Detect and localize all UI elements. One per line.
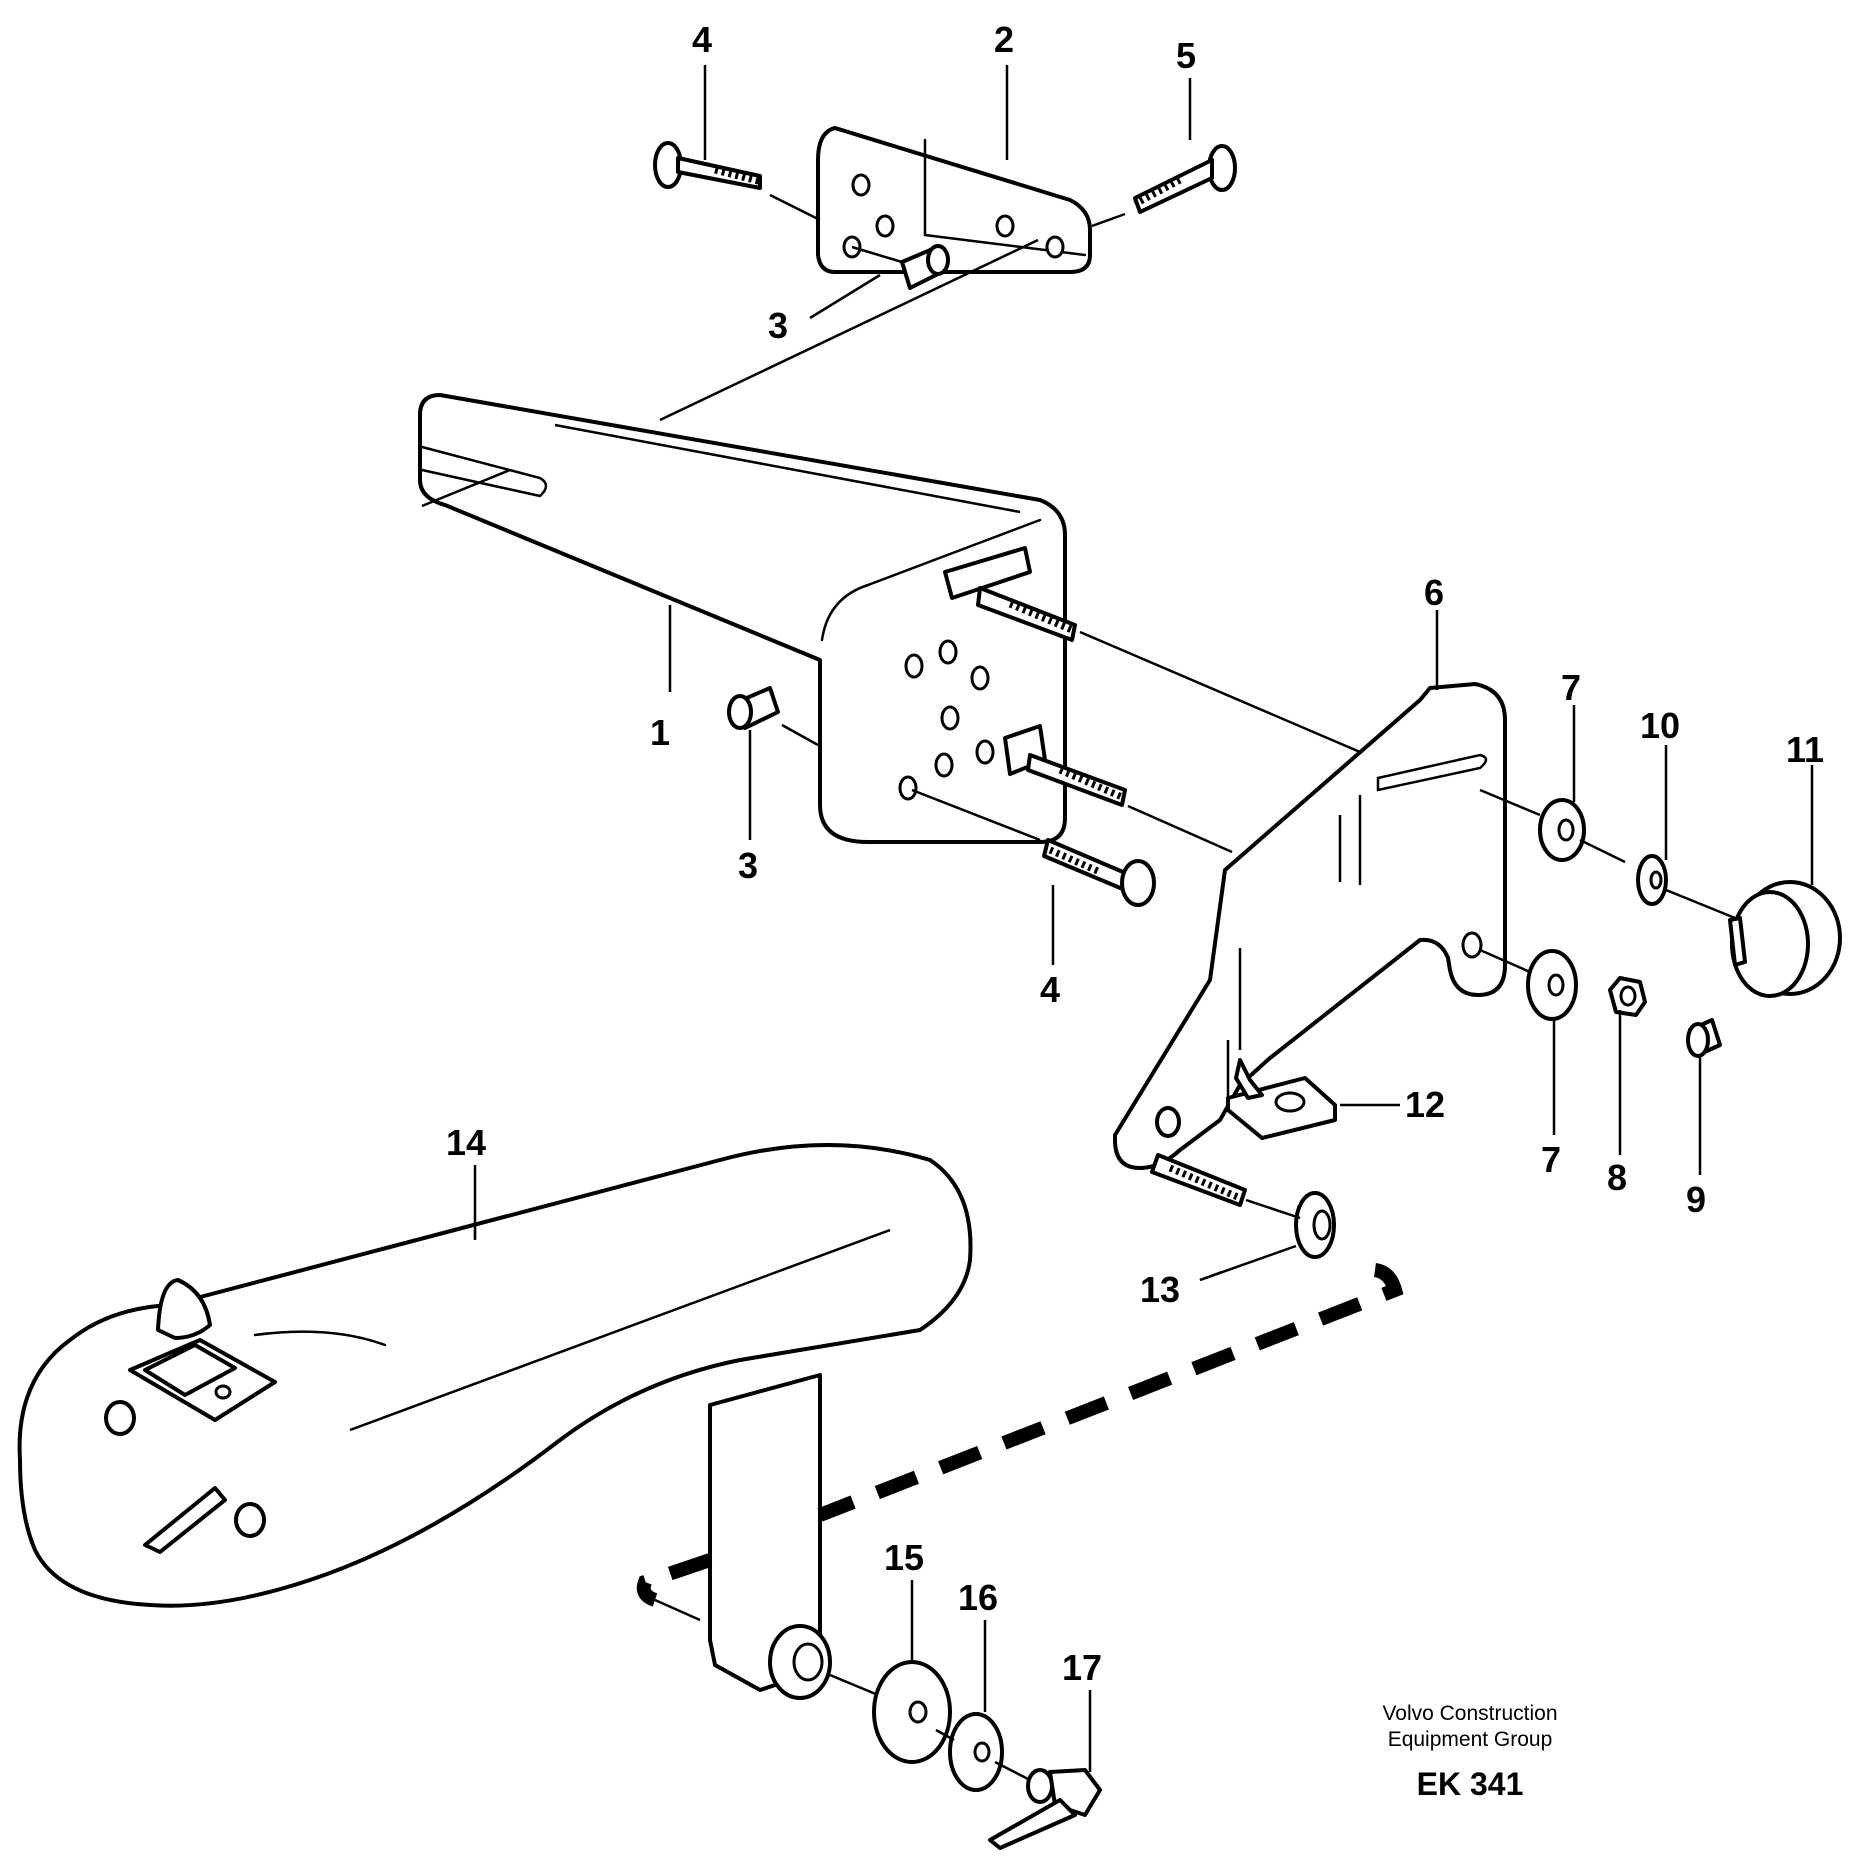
part-14-armrest	[17, 1143, 973, 1700]
callout-14: 14	[446, 1122, 486, 1163]
callout-8: 8	[1607, 1157, 1627, 1198]
part-15-washer	[829, 1660, 952, 1764]
part-16-washer	[935, 1712, 1004, 1792]
part-11-knob	[1728, 880, 1842, 998]
part-7-washer-upper	[1479, 788, 1626, 864]
part-5-bolt-top	[1091, 144, 1237, 228]
credit-line-1: Volvo Construction	[1382, 1702, 1557, 1725]
callout-1: 1	[650, 712, 670, 753]
part-9-cap	[1686, 1018, 1722, 1058]
callout-numbers: 4 2 5 3 1 6 7 10 11 3 4 12 7 8 9 14 13 1…	[446, 19, 1824, 1688]
callout-6: 6	[1424, 572, 1444, 613]
part-3-spacer-top	[851, 244, 950, 290]
drawing-code: EK 341	[1417, 1766, 1524, 1802]
callout-3-top: 3	[768, 305, 788, 346]
callout-leaders	[473, 65, 1814, 1772]
callout-13: 13	[1140, 1269, 1180, 1310]
callout-11: 11	[1786, 729, 1824, 770]
callout-9: 9	[1686, 1179, 1706, 1220]
part-1-main-bracket	[418, 238, 1361, 854]
credit-block: Volvo Construction Equipment Group EK 34…	[1382, 1702, 1557, 1802]
part-17-lever-screw	[988, 1760, 1102, 1850]
callout-4-lower: 4	[1040, 969, 1060, 1010]
part-3-spacer-lower	[727, 686, 819, 747]
part-8-nut	[1608, 976, 1647, 1017]
callout-12: 12	[1405, 1084, 1445, 1125]
callout-3-lower: 3	[738, 845, 758, 886]
callout-15: 15	[884, 1537, 924, 1578]
callout-4-top: 4	[692, 19, 712, 60]
callout-7-lower: 7	[1541, 1139, 1561, 1180]
part-10-lock-washer	[1636, 854, 1736, 920]
part-6-side-bracket	[1113, 682, 1507, 1170]
callout-16: 16	[958, 1577, 998, 1618]
callout-10: 10	[1640, 705, 1680, 746]
credit-line-2: Equipment Group	[1388, 1728, 1553, 1751]
part-4-bolt-top	[653, 141, 821, 222]
part-13-bolt-washer	[1150, 1106, 1336, 1282]
part-7-washer-lower	[1479, 948, 1578, 1021]
part-2-top-bracket	[816, 126, 1092, 274]
part-12-clamp	[1226, 1058, 1400, 1140]
mounting-path-dashed	[636, 1263, 1404, 1622]
part-4-bolt-lower	[1042, 838, 1156, 907]
callout-2: 2	[994, 19, 1014, 60]
callout-5: 5	[1176, 35, 1196, 76]
callout-17: 17	[1062, 1647, 1102, 1688]
callout-7-top: 7	[1561, 667, 1581, 708]
